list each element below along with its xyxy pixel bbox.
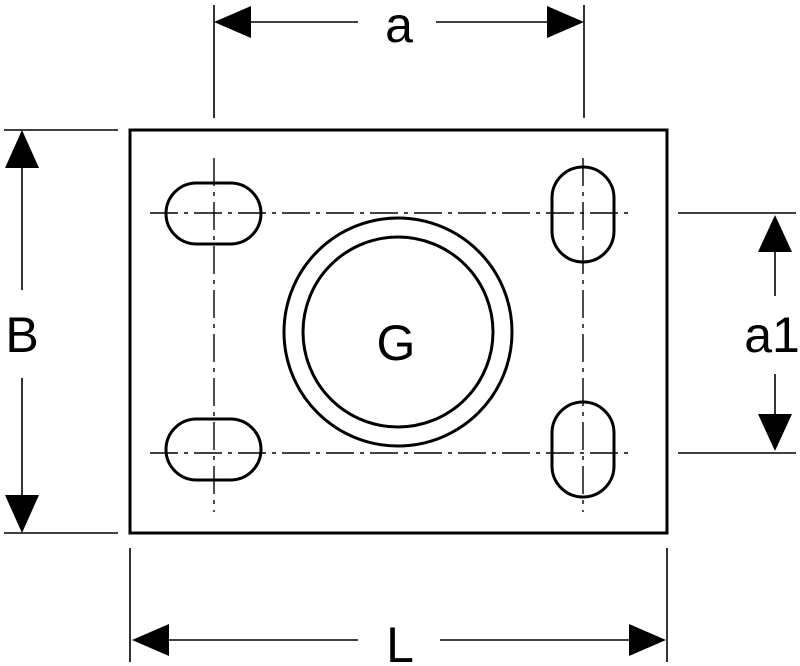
dimension-a-label: a: [385, 0, 413, 53]
arrowhead-a-right: [547, 6, 584, 38]
dimension-l: L: [129, 548, 668, 666]
dimension-b-label: B: [5, 307, 38, 363]
center-label: G: [377, 315, 416, 371]
arrowhead-a1-bottom: [758, 414, 792, 451]
dimension-l-label: L: [386, 617, 414, 666]
arrowhead-a-left: [214, 6, 251, 38]
arrowhead-a1-top: [758, 215, 792, 252]
dimension-b: B: [4, 129, 118, 534]
slot-top-left: [164, 181, 263, 246]
outer-ring: [282, 216, 514, 448]
center-lines: [150, 158, 630, 512]
slot-bottom-right: [550, 400, 616, 499]
arrowhead-b-top: [5, 130, 39, 168]
dimension-a: a: [213, 0, 585, 118]
slot-top-right: [550, 165, 616, 264]
dimension-a1-label: a1: [744, 307, 800, 363]
slot-bottom-left: [164, 417, 263, 482]
plate-outline: [128, 128, 669, 535]
arrowhead-l-left: [132, 624, 169, 656]
arrowhead-b-bottom: [5, 495, 39, 533]
arrowhead-l-right: [629, 624, 666, 656]
inner-ring: [301, 235, 495, 429]
dimension-a1: a1: [678, 212, 800, 454]
